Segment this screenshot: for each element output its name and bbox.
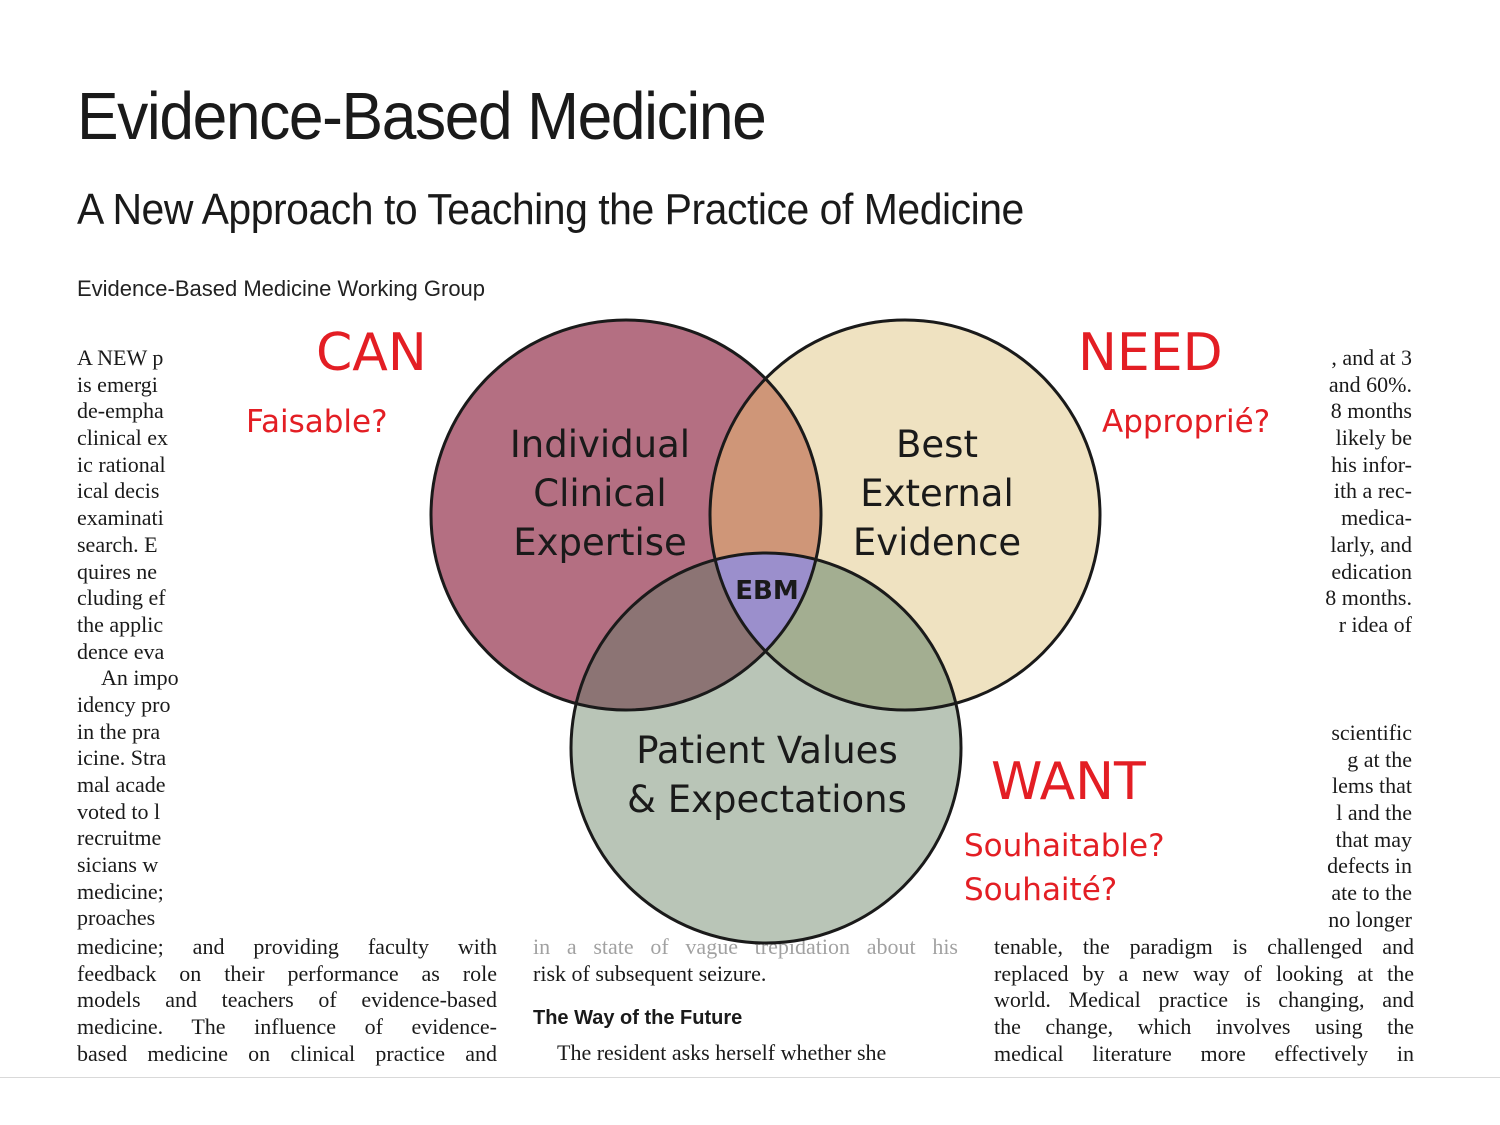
label-external-evidence-line3: Evidence: [853, 521, 1021, 564]
text-line: de-empha: [77, 398, 164, 424]
text-line: ate to the: [1331, 880, 1412, 906]
annotation-souhaitable: Souhaitable?: [964, 828, 1165, 864]
text-line: tenable, the paradigm is challenged and: [994, 934, 1414, 959]
outline-clinical-expertise: [429, 318, 823, 712]
text-line: , and at 3: [1331, 345, 1412, 370]
bottom-divider: [0, 1077, 1500, 1078]
article-bottom-left: medicine; and providing faculty with fee…: [77, 934, 497, 1067]
text-line: risk of subsequent seizure.: [533, 960, 767, 986]
outline-external-evidence: [708, 318, 1102, 712]
text-line: the applic: [77, 611, 164, 637]
text-line: idency pro: [77, 691, 171, 717]
page-subtitle: A New Approach to Teaching the Practice …: [77, 185, 1024, 234]
text-line: that may: [1335, 826, 1412, 852]
text-line: g at the: [1347, 746, 1412, 772]
slide: Evidence-Based Medicine A New Approach t…: [77, 79, 1414, 1067]
text-line: recruitme: [77, 825, 162, 851]
text-line: replaced by a new way of looking at the: [994, 960, 1414, 986]
text-line: An impo: [101, 665, 179, 691]
label-clinical-expertise-line1: Individual: [510, 423, 690, 466]
text-line: proaches: [77, 905, 156, 931]
text-line: quires ne: [77, 558, 158, 584]
article-bottom-middle: in a state of vague trepidation about hi…: [533, 934, 958, 1067]
text-line: his infor-: [1331, 451, 1412, 477]
text-line: and 60%.: [1328, 371, 1412, 397]
text-line: medicine. The influence of evidence-: [77, 1014, 497, 1040]
text-line: lems that: [1331, 773, 1412, 799]
section-heading: The Way of the Future: [533, 1007, 743, 1030]
text-line: ic rational: [77, 451, 166, 477]
page-title: Evidence-Based Medicine: [77, 79, 767, 154]
text-line: larly, and: [1330, 531, 1412, 557]
text-line: dence eva: [77, 638, 165, 664]
label-external-evidence-line1: Best: [896, 423, 978, 466]
text-line: in the pra: [77, 718, 161, 744]
text-line: 8 months: [1330, 398, 1412, 424]
text-line: world. Medical practice is changing, and: [994, 987, 1414, 1013]
byline: Evidence-Based Medicine Working Group: [77, 276, 486, 301]
text-line: cluding ef: [77, 585, 166, 611]
text-line: The resident asks herself whether she: [557, 1040, 887, 1066]
label-clinical-expertise-line2: Clinical: [533, 472, 666, 515]
text-line: ical decis: [77, 478, 160, 504]
article-bottom-right: tenable, the paradigm is challenged and …: [994, 934, 1414, 1067]
text-line: feedback on their performance as role: [77, 960, 497, 986]
label-patient-values-line2: & Expectations: [627, 778, 907, 821]
annotation-approprie: Approprié?: [1102, 404, 1271, 440]
text-line: voted to l: [77, 798, 161, 824]
text-line: mal acade: [77, 772, 166, 797]
outline-patient-values: [569, 551, 963, 945]
text-line: 8 months.: [1325, 585, 1412, 611]
text-line: r idea of: [1338, 611, 1412, 637]
annotation-want: WANT: [991, 752, 1146, 812]
text-line: no longer: [1328, 906, 1412, 932]
text-line: likely be: [1335, 425, 1412, 451]
text-line: models and teachers of evidence-based: [77, 987, 497, 1013]
text-line: medicine; and providing faculty with: [77, 934, 497, 959]
label-clinical-expertise-line3: Expertise: [513, 521, 687, 564]
text-line: A NEW p: [77, 345, 164, 370]
text-line: search. E: [77, 531, 158, 557]
text-line: the change, which involves using the: [994, 1014, 1414, 1040]
text-line: scientific: [1331, 720, 1412, 745]
overlap-evidence-patient: [710, 553, 961, 710]
text-line: sicians w: [77, 852, 159, 878]
text-line: based medicine on clinical practice and: [77, 1040, 497, 1066]
text-line: examinati: [77, 505, 164, 531]
annotation-faisable: Faisable?: [246, 404, 388, 440]
article-right-column-top: , and at 3 and 60%. 8 months likely be h…: [1300, 345, 1412, 639]
overlap-expertise-patient: [571, 553, 821, 710]
annotation-can: CAN: [316, 323, 427, 383]
text-line: l and the: [1336, 800, 1412, 826]
text-line: ith a rec-: [1333, 478, 1412, 504]
text-line: edication: [1331, 558, 1412, 584]
text-line: medicine;: [77, 878, 164, 904]
label-patient-values-line1: Patient Values: [636, 729, 897, 772]
text-line: defects in: [1327, 853, 1412, 879]
text-line: medical literature more effectively in: [994, 1040, 1414, 1066]
label-ebm: EBM: [735, 576, 798, 606]
text-line: clinical ex: [77, 425, 169, 451]
text-line: is emergi: [77, 371, 158, 397]
article-left-column: A NEW p is emergi de-empha clinical ex i…: [77, 345, 192, 932]
annotation-souhaite: Souhaité?: [964, 872, 1118, 908]
venn-diagram: Individual Clinical Expertise Best Exter…: [429, 318, 1102, 945]
text-line: medica-: [1341, 505, 1412, 531]
text-line: icine. Stra: [77, 745, 167, 771]
annotation-need: NEED: [1078, 323, 1223, 383]
label-external-evidence-line2: External: [860, 472, 1014, 515]
article-right-column-bottom: scientific g at the lems that l and the …: [1300, 720, 1412, 934]
